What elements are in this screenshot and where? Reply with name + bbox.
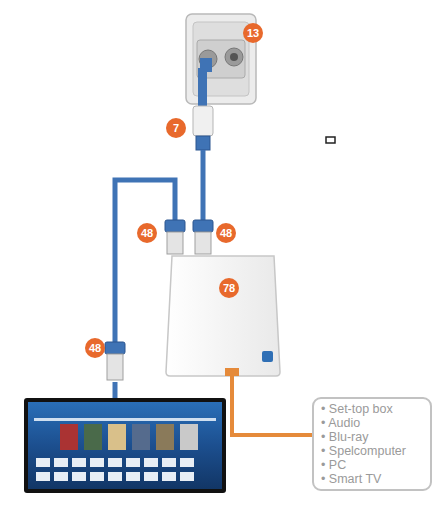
patch-cable [232,376,312,435]
television [24,398,226,493]
f-connector [105,342,125,380]
device-item: • Blu-ray [321,430,426,444]
callout-number: 78 [219,278,239,298]
device-item: • Set-top box [321,402,426,416]
device-item: • PC [321,458,426,472]
splitter-device [166,256,280,376]
small-icon [326,137,335,143]
callout-number: 7 [166,118,186,138]
f-connector [165,220,213,254]
callout-number: 48 [85,338,105,358]
callout-number: 48 [216,223,236,243]
device-item: • Spelcomputer [321,444,426,458]
device-list-box: • Set-top box• Audio• Blu-ray• Spelcompu… [312,397,432,491]
callout-number: 13 [243,23,263,43]
angle-plug [193,68,213,150]
callout-number: 48 [137,223,157,243]
device-item: • Smart TV [321,472,426,486]
device-item: • Audio [321,416,426,430]
